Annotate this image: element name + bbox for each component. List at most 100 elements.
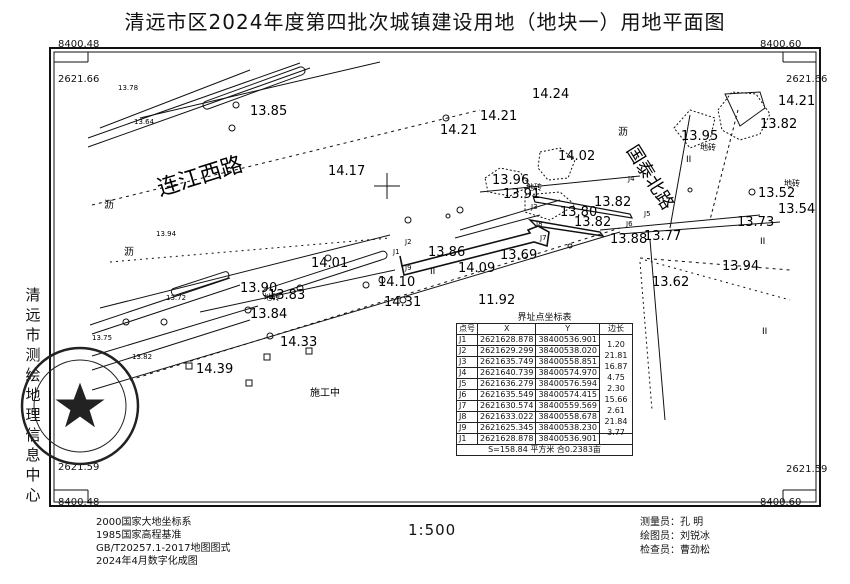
- footer-line: 2000国家大地坐标系: [96, 517, 192, 528]
- inner-frame: [53, 51, 817, 503]
- point-cell: J3: [456, 356, 478, 368]
- y-cell: 38400538.020: [535, 345, 600, 357]
- road-edge-line: [129, 227, 621, 381]
- length-cell: 3.77: [598, 427, 633, 439]
- planted-area: [673, 109, 716, 149]
- road-edge-line: [669, 114, 691, 229]
- road-edge-line: [91, 305, 259, 357]
- elevation-label: 13.84: [250, 307, 287, 322]
- x-cell: 2621635.549: [476, 389, 537, 401]
- elevation-label: 14.21: [480, 109, 517, 124]
- length-cell: 16.87: [598, 361, 633, 373]
- elevation-label: 13.88: [610, 232, 647, 247]
- length-cell: 2.61: [598, 405, 633, 417]
- footer-line: GB/T20257.1-2017地图图式: [96, 543, 231, 554]
- staff-name: 曹劲松: [680, 545, 710, 556]
- footer-line: 1985国家高程基准: [96, 530, 182, 541]
- boundary-point-label: J5: [643, 210, 651, 218]
- paving-label: 沥: [104, 199, 114, 211]
- elevation-label: 14.01: [311, 256, 348, 271]
- x-cell: 2621629.299: [476, 345, 537, 357]
- staff-name: 孔 明: [680, 517, 704, 528]
- elevation-label: 13.80: [560, 205, 597, 220]
- elevation-label: 13.77: [644, 229, 681, 244]
- boundary-point-label: J2: [404, 238, 412, 246]
- elevation-label: 14.02: [558, 149, 595, 164]
- tree-symbol: [687, 187, 693, 193]
- road-edge-line: [87, 62, 301, 139]
- road-edge-line: [87, 67, 311, 148]
- building-block: [724, 91, 766, 127]
- paving-label: 沥: [124, 246, 134, 258]
- elevation-label: 14.33: [280, 335, 317, 350]
- parcel-boundary-detail: [527, 218, 605, 237]
- tile-label: 地砖: [784, 178, 800, 188]
- y-cell: 38400536.901: [535, 433, 600, 445]
- small-elevation-label: 13.64: [134, 118, 155, 126]
- road-edge-line: [709, 109, 739, 221]
- table-header: X: [476, 323, 537, 335]
- elevation-label: 13.82: [594, 195, 631, 210]
- tree-symbol: [404, 216, 412, 224]
- small-elevation-label: 13.75: [92, 334, 112, 342]
- tree-symbol: [378, 276, 386, 284]
- road-edge-line: [649, 239, 666, 421]
- official-stamp: [20, 346, 140, 466]
- tile-label: 地砖: [526, 182, 542, 192]
- point-cell: J6: [456, 389, 478, 401]
- fence-symbol: II: [762, 327, 767, 337]
- tree-symbol: [266, 332, 274, 340]
- tree-symbol: [228, 124, 236, 132]
- boundary-point-label: J3: [530, 203, 538, 211]
- elevation-label: 13.94: [722, 259, 759, 274]
- elevation-label: 14.10: [378, 275, 415, 290]
- hydrant-symbol: [245, 379, 253, 387]
- tree-symbol: [324, 254, 332, 262]
- tree-symbol: [445, 213, 451, 219]
- footer-line: 2024年4月数字化成图: [96, 556, 198, 567]
- coordinate-table-caption: 界址点坐标表: [517, 313, 572, 323]
- small-elevation-label: 13.78: [118, 84, 138, 92]
- road-edge-line: [599, 214, 761, 231]
- point-cell: J1: [456, 334, 478, 346]
- elevation-label: 13.62: [652, 275, 689, 290]
- length-cell: 21.84: [598, 416, 633, 428]
- road-edge-line: [639, 261, 653, 411]
- elevation-label: 14.24: [532, 87, 569, 102]
- median-strip: [170, 271, 230, 296]
- table-header: 点号: [456, 323, 478, 335]
- table-header: Y: [535, 323, 600, 335]
- staff-list: 测量员：孔 明 绘图员：刘锐冰 检查员：曹劲松: [640, 516, 710, 558]
- elevation-label: 13.95: [681, 129, 718, 144]
- table-header: 边长: [598, 323, 633, 335]
- boundary-point-label: J8: [535, 220, 543, 228]
- y-cell: 38400536.901: [535, 334, 600, 346]
- road-edge-line: [99, 234, 391, 309]
- road-edge-line: [89, 277, 231, 326]
- staff-role: 绘图员：: [640, 531, 680, 542]
- corner-bottom-right-y: 2621.59: [786, 464, 828, 475]
- tree-symbol: [160, 318, 168, 326]
- length-cell: 2.30: [598, 383, 633, 395]
- x-cell: 2621640.739: [476, 367, 537, 379]
- elevation-label: 14.17: [328, 164, 365, 179]
- length-cell: 21.81: [598, 350, 633, 362]
- boundary-point-label: J4: [627, 175, 635, 183]
- symbol-group: [122, 101, 756, 387]
- x-cell: 2621636.279: [476, 378, 537, 390]
- y-cell: 38400559.569: [535, 400, 600, 412]
- planted-area: [484, 167, 531, 197]
- fence-symbol: II: [686, 155, 691, 165]
- tree-symbol: [748, 188, 756, 196]
- x-cell: 2621628.878: [476, 433, 537, 445]
- road-edge-line: [109, 237, 391, 263]
- construction-label: 施工中: [310, 386, 340, 399]
- tree-symbol: [244, 306, 252, 314]
- hydrant-symbol: [185, 362, 193, 370]
